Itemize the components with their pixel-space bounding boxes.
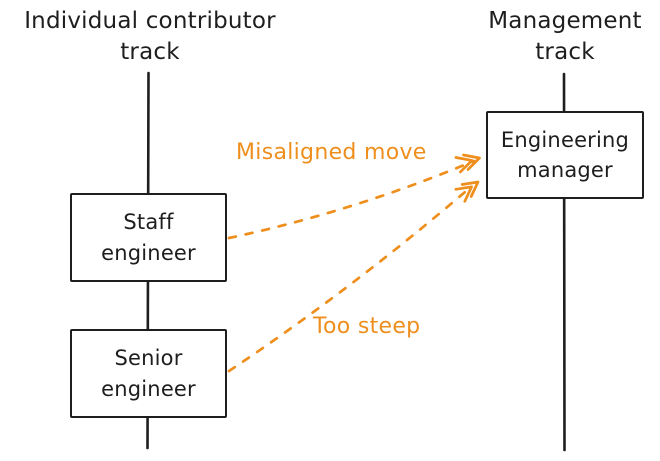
annotation-too-steep: Too steep (313, 314, 421, 339)
annotation-misaligned-move: Misaligned move (236, 140, 427, 165)
misaligned-move-arrow-line (227, 159, 476, 240)
node-senior-engineer: Senior engineer (70, 329, 227, 418)
management-track-title-line1: Management (488, 8, 642, 34)
ic-track-title-line1: Individual contributor (24, 8, 276, 34)
node-senior-engineer-label: Senior engineer (101, 346, 196, 401)
management-track-title: Management track (465, 6, 660, 68)
node-engineering-manager-label: Engineering manager (500, 127, 630, 182)
too-steep-arrow-line (227, 184, 474, 373)
node-engineering-manager: Engineering manager (486, 111, 644, 199)
node-staff-engineer-label: Staff engineer (101, 210, 196, 265)
ic-track-title: Individual contributor track (0, 6, 300, 68)
too-steep-arrowhead-sketch-icon (454, 185, 473, 203)
misaligned-move-arrowhead-icon (462, 153, 481, 171)
misaligned-move-arrowhead-sketch-icon (454, 156, 474, 174)
ic-track-title-line2: track (120, 39, 180, 66)
management-track-title-line2: track (535, 39, 595, 66)
node-staff-engineer: Staff engineer (70, 193, 227, 282)
too-steep-arrowhead-icon (460, 180, 480, 198)
